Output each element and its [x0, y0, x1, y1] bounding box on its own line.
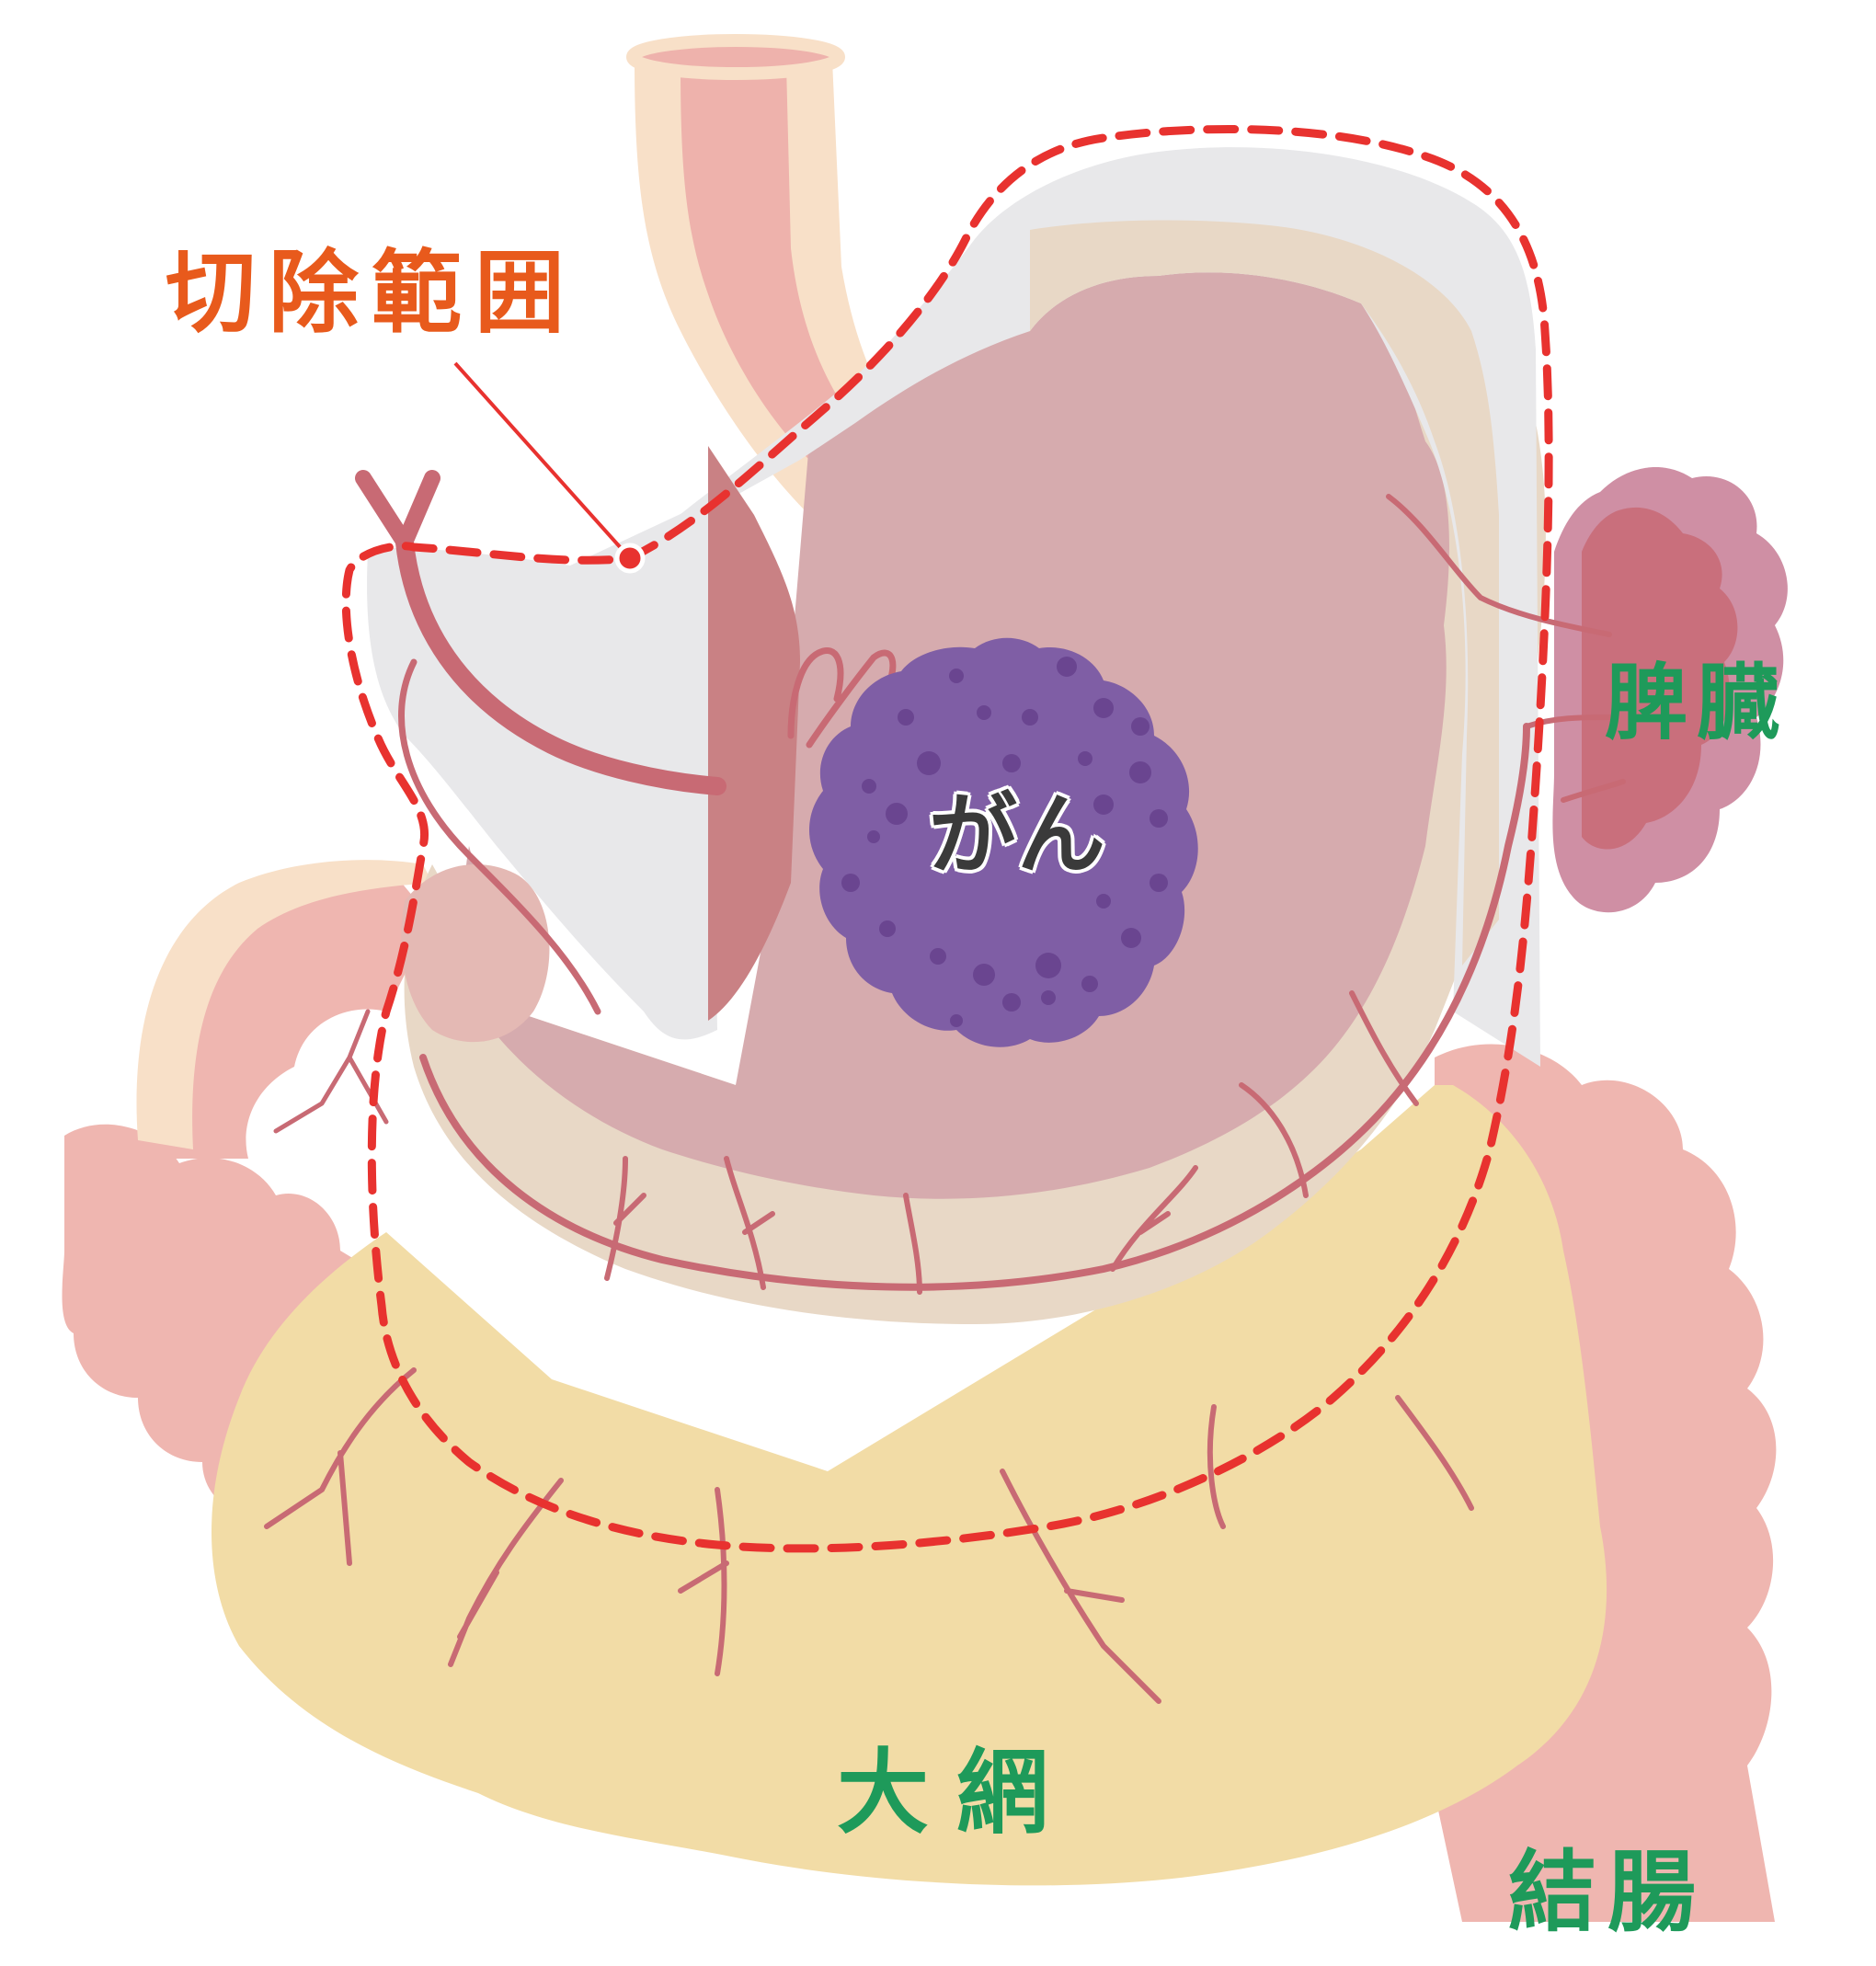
artery-fork-right: [396, 470, 440, 551]
resection-area-label: 切除範囲: [166, 241, 578, 346]
cut-notch-region: [367, 501, 717, 1040]
omental-vessel-2: [448, 1478, 564, 1667]
pylorus-bulge: [401, 864, 550, 1043]
cut-vessel-2: [806, 649, 897, 749]
gastric-branch-4: [1110, 1165, 1198, 1272]
artery-fork-left: [355, 470, 413, 551]
short-gastric-3: [1561, 779, 1626, 803]
cut-face: [708, 446, 800, 1021]
esophagus-opening: [626, 34, 845, 80]
resection-leader-dot: [614, 543, 646, 574]
lesser-curvature-vessel: [398, 658, 601, 1015]
resection-boundary: [341, 125, 1553, 1553]
cut-vessel-1: [787, 647, 844, 739]
colon-label: 結腸: [1508, 1841, 1707, 1944]
omental-vessel-3: [678, 1487, 729, 1676]
cancer-tumor: [809, 637, 1198, 1047]
resection-leader-line: [453, 361, 632, 560]
omental-vessel-5: [1207, 1404, 1226, 1529]
colon-left-rim: [136, 860, 432, 1149]
omental-vessel-4: [1000, 1469, 1161, 1704]
tumor-spots: [841, 657, 1168, 1027]
gastric-branch-3: [903, 1193, 922, 1295]
spleen-label: 脾臓: [1605, 655, 1789, 751]
left-gastric-artery: [395, 533, 726, 795]
esophagus-inner: [681, 64, 855, 460]
spleen-inner: [1582, 507, 1738, 850]
gastric-branch-6: [1349, 990, 1419, 1106]
omental-vessel-1: [264, 1367, 417, 1566]
omentum-label: 大網: [837, 1739, 1076, 1846]
omentum-shape: [212, 1085, 1607, 1886]
gastric-branch-2: [724, 1156, 775, 1290]
cancer-label: がん: [929, 783, 1105, 886]
short-gastric-2: [1524, 714, 1612, 729]
omental-vessel-6: [1395, 1395, 1474, 1511]
colon-vessel: [273, 1009, 389, 1134]
short-gastric-1: [1386, 494, 1612, 637]
greater-curvature-vessel: [419, 723, 1530, 1291]
tumor-body: [809, 637, 1198, 1047]
gastric-branch-5: [1239, 1082, 1309, 1198]
vessels: [264, 470, 1626, 1704]
gastric-branch-1: [604, 1156, 646, 1281]
